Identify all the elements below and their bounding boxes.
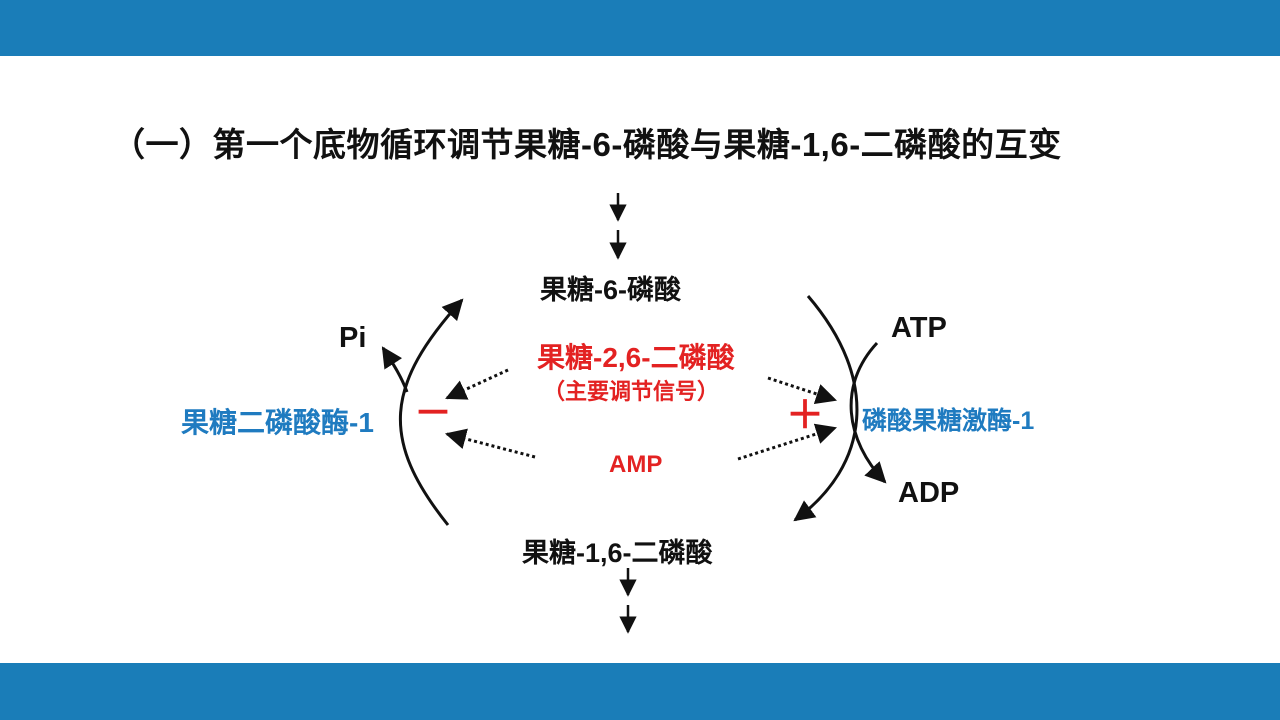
regulator-note: （主要调节信号）	[543, 379, 720, 404]
adp-label: ADP	[898, 477, 960, 509]
pi-release-arrow	[381, 346, 409, 393]
pfk1-label: 磷酸果糖激酶-1	[862, 407, 1035, 435]
fbpase-arc	[398, 298, 464, 526]
atp-label: ATP	[891, 312, 947, 344]
fbpase-label: 果糖二磷酸酶-1	[181, 407, 374, 438]
regulator-to-fbpase-arrow	[445, 368, 509, 400]
slide-title: （一）第一个底物循环调节果糖-6-磷酸与果糖-1,6-二磷酸的互变	[112, 126, 1062, 163]
inhibit-sign: －	[414, 393, 453, 435]
bottom-banner	[0, 663, 1280, 720]
activate-sign: ＋	[786, 395, 825, 437]
amp-label: AMP	[609, 451, 663, 478]
regulator-label: 果糖-2,6-二磷酸	[537, 342, 735, 373]
amp-to-pfk1-arrow	[737, 423, 838, 461]
pfk1-arc	[793, 295, 859, 522]
top-banner	[0, 0, 1280, 56]
amp-to-fbpase-arrow	[444, 428, 536, 459]
atp-adp-arrow	[849, 341, 887, 484]
f16bp-label: 果糖-1,6-二磷酸	[522, 538, 713, 568]
f6p-label: 果糖-6-磷酸	[540, 275, 681, 305]
pi-label: Pi	[339, 322, 367, 354]
